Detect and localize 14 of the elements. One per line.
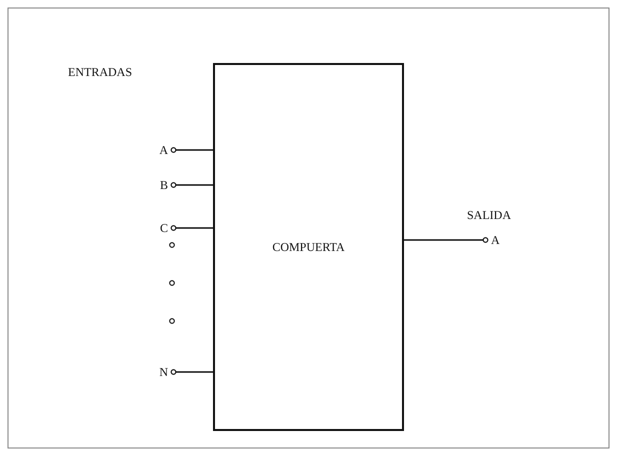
terminal-label: N [159, 364, 168, 380]
logic-gate-box [213, 63, 404, 431]
signal-line [170, 147, 213, 153]
signal-line [170, 369, 213, 375]
section-heading: SALIDA [467, 208, 511, 223]
terminal-label: A [491, 232, 500, 248]
signal-line [170, 182, 213, 188]
terminal-label: C [160, 220, 168, 236]
terminal-label: A [159, 142, 168, 158]
section-heading: ENTRADAS [68, 65, 132, 80]
signal-line [170, 225, 213, 231]
signal-line [404, 237, 488, 243]
terminal-label: B [160, 178, 168, 192]
gate-label: COMPUERTA [272, 240, 345, 254]
